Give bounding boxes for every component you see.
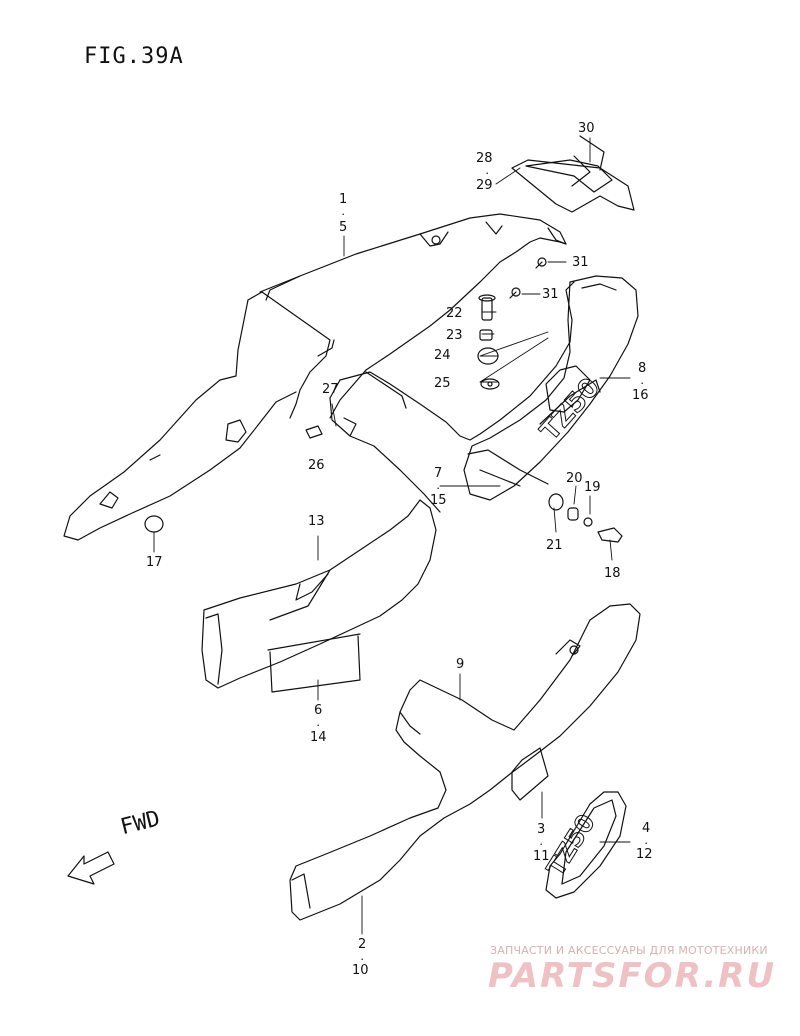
hardware-parts <box>144 257 623 543</box>
callout-2: 2 <box>358 937 367 952</box>
callout-8: 8 <box>638 361 647 376</box>
callout-6: 6 <box>314 703 323 718</box>
bolt-31a-part <box>537 257 547 267</box>
callout-4: 4 <box>642 821 651 836</box>
callout-22: 22 <box>446 306 463 321</box>
dot-separator: · <box>360 951 365 966</box>
screw-18-part <box>597 527 623 543</box>
callout-24: 24 <box>434 348 451 363</box>
callout-17: 17 <box>146 555 163 570</box>
callout-9: 9 <box>456 657 465 672</box>
washer-19-part <box>583 517 593 527</box>
callout-28: 28 <box>476 151 493 166</box>
dot-separator: · <box>316 717 321 732</box>
callout-13: 13 <box>308 514 325 529</box>
callout-27: 27 <box>322 382 339 397</box>
dot-separator: · <box>644 835 649 850</box>
dot-separator: · <box>341 206 346 221</box>
collar-23-part <box>479 329 493 341</box>
grommet-21-part <box>548 493 564 511</box>
watermark-caption: ЗАПЧАСТИ И АКСЕССУАРЫ ДЛЯ МОТОТЕХНИКИ <box>490 944 768 957</box>
washer-25-part <box>480 378 500 390</box>
seat-cowl-top-part <box>511 135 635 213</box>
bolt-31b-part <box>511 287 521 297</box>
side-cover-left-part <box>201 499 437 693</box>
leader-lines <box>153 137 631 935</box>
callout-14: 14 <box>310 730 327 745</box>
side-cover-right-part <box>463 275 639 501</box>
callout-20: 20 <box>566 471 583 486</box>
callout-31-upper: 31 <box>572 255 589 270</box>
dot-separator: · <box>539 836 544 851</box>
callout-11: 11 <box>533 849 550 864</box>
callout-18: 18 <box>604 566 621 581</box>
dot-separator: · <box>436 480 441 495</box>
callout-31-lower: 31 <box>542 287 559 302</box>
collar-20-part <box>567 507 579 521</box>
screw-26-part <box>305 425 323 439</box>
callout-1: 1 <box>339 192 348 207</box>
callout-16: 16 <box>632 388 649 403</box>
callout-5: 5 <box>339 220 348 235</box>
callout-19: 19 <box>584 480 601 495</box>
emblem-plate-text: TZ50 <box>541 809 600 881</box>
figure-title: FIG.39A <box>84 44 184 69</box>
callout-15: 15 <box>430 493 447 508</box>
callout-7: 7 <box>434 466 443 481</box>
nut-17-part <box>144 515 164 533</box>
callout-12: 12 <box>636 847 653 862</box>
callout-21: 21 <box>546 538 563 553</box>
lower-side-cover-part <box>289 603 641 921</box>
callout-10: 10 <box>352 963 369 978</box>
callout-26: 26 <box>308 458 325 473</box>
watermark-logo: PARTSFOR.RU <box>488 956 777 996</box>
dot-separator: · <box>640 375 645 390</box>
dot-separator: · <box>485 165 490 180</box>
inner-panel-part <box>329 281 575 513</box>
emblem-plate-part <box>545 791 627 899</box>
forward-arrow-icon <box>67 851 115 885</box>
seat-tail-frame-part <box>63 213 567 541</box>
callout-23: 23 <box>446 328 463 343</box>
callout-29: 29 <box>476 178 493 193</box>
callout-25: 25 <box>434 376 451 391</box>
screw-22-part <box>481 297 493 321</box>
callout-3: 3 <box>537 822 546 837</box>
callout-30: 30 <box>578 121 595 136</box>
